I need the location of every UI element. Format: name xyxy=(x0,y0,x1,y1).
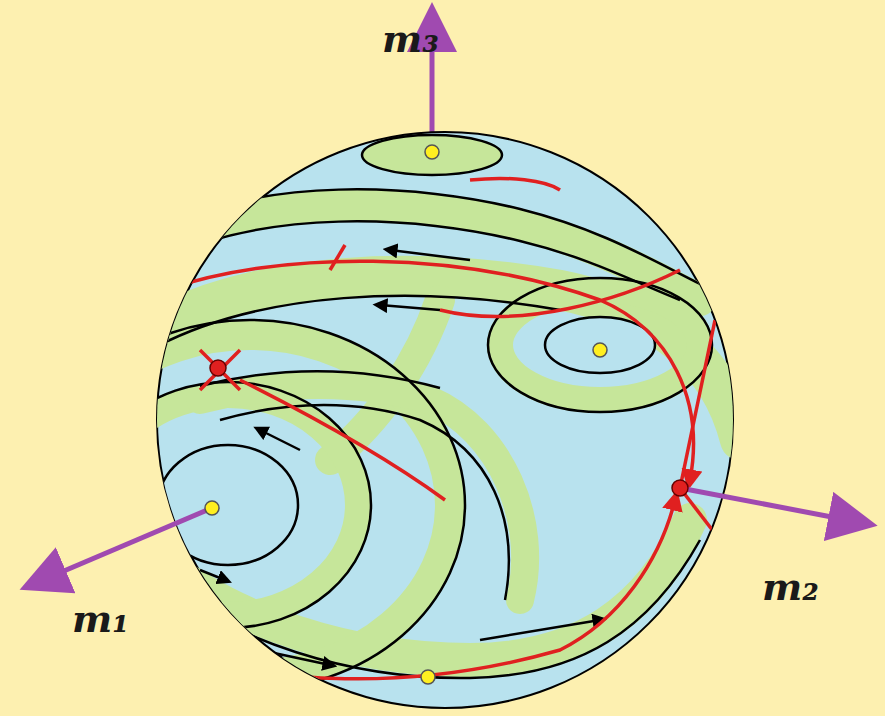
fixed-point xyxy=(205,501,219,515)
axis-label: m₃ xyxy=(382,20,439,58)
saddle-point xyxy=(210,360,226,376)
axis-label: m₂ xyxy=(762,568,819,606)
flow-pattern xyxy=(35,135,740,690)
axis-label: m₁ xyxy=(72,600,129,638)
saddle-point xyxy=(672,480,688,496)
axis-arrow xyxy=(38,508,212,582)
fixed-point xyxy=(593,343,607,357)
fixed-point xyxy=(421,670,435,684)
fixed-point xyxy=(425,145,439,159)
axis-arrow xyxy=(680,488,858,522)
